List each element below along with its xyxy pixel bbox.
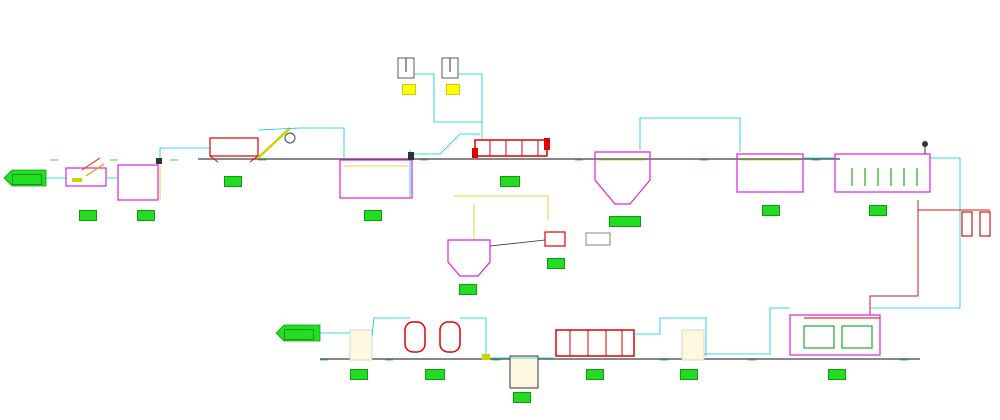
sludge-tank-label [459,284,477,295]
dosing-1-label [402,84,416,95]
sludge-press-label [547,258,565,269]
filters-label [425,369,445,380]
middle-tank [736,153,835,193]
grass-marks [50,159,908,361]
pump-well-label [513,392,531,403]
clean-water-label [350,369,368,380]
dosing-tanks [397,57,483,140]
bio-tank [834,141,961,309]
air-blowers [869,200,991,315]
flotation-label [586,369,604,380]
filter-vessels [404,317,487,356]
flotation-unit [555,317,707,357]
screen-chamber [65,157,107,187]
ground-lines [198,158,920,360]
membrane-tank [789,314,881,356]
pretreatment-unit [209,127,345,163]
screen-label [79,210,97,221]
inlet-label [12,174,42,185]
settler-tank [594,117,741,205]
outlet-label [284,329,314,340]
settler-label [609,216,641,227]
reactor-unit [472,138,550,158]
bio-tank-label [869,205,887,216]
sludge-tank [447,195,611,277]
lift-well [106,147,210,201]
equalization-tank [339,133,480,199]
clean-water-tank [349,317,410,361]
pump-well [482,354,554,389]
equalization-label [364,210,382,221]
membrane-tank-label [828,369,846,380]
middle-tank-label [762,205,780,216]
lift-well-label [137,210,155,221]
dosing-2-label [446,84,460,95]
reactor-label [500,176,520,187]
pretreat-label [224,176,242,187]
buffer-tank-label [680,369,698,380]
buffer-tank [681,307,790,361]
